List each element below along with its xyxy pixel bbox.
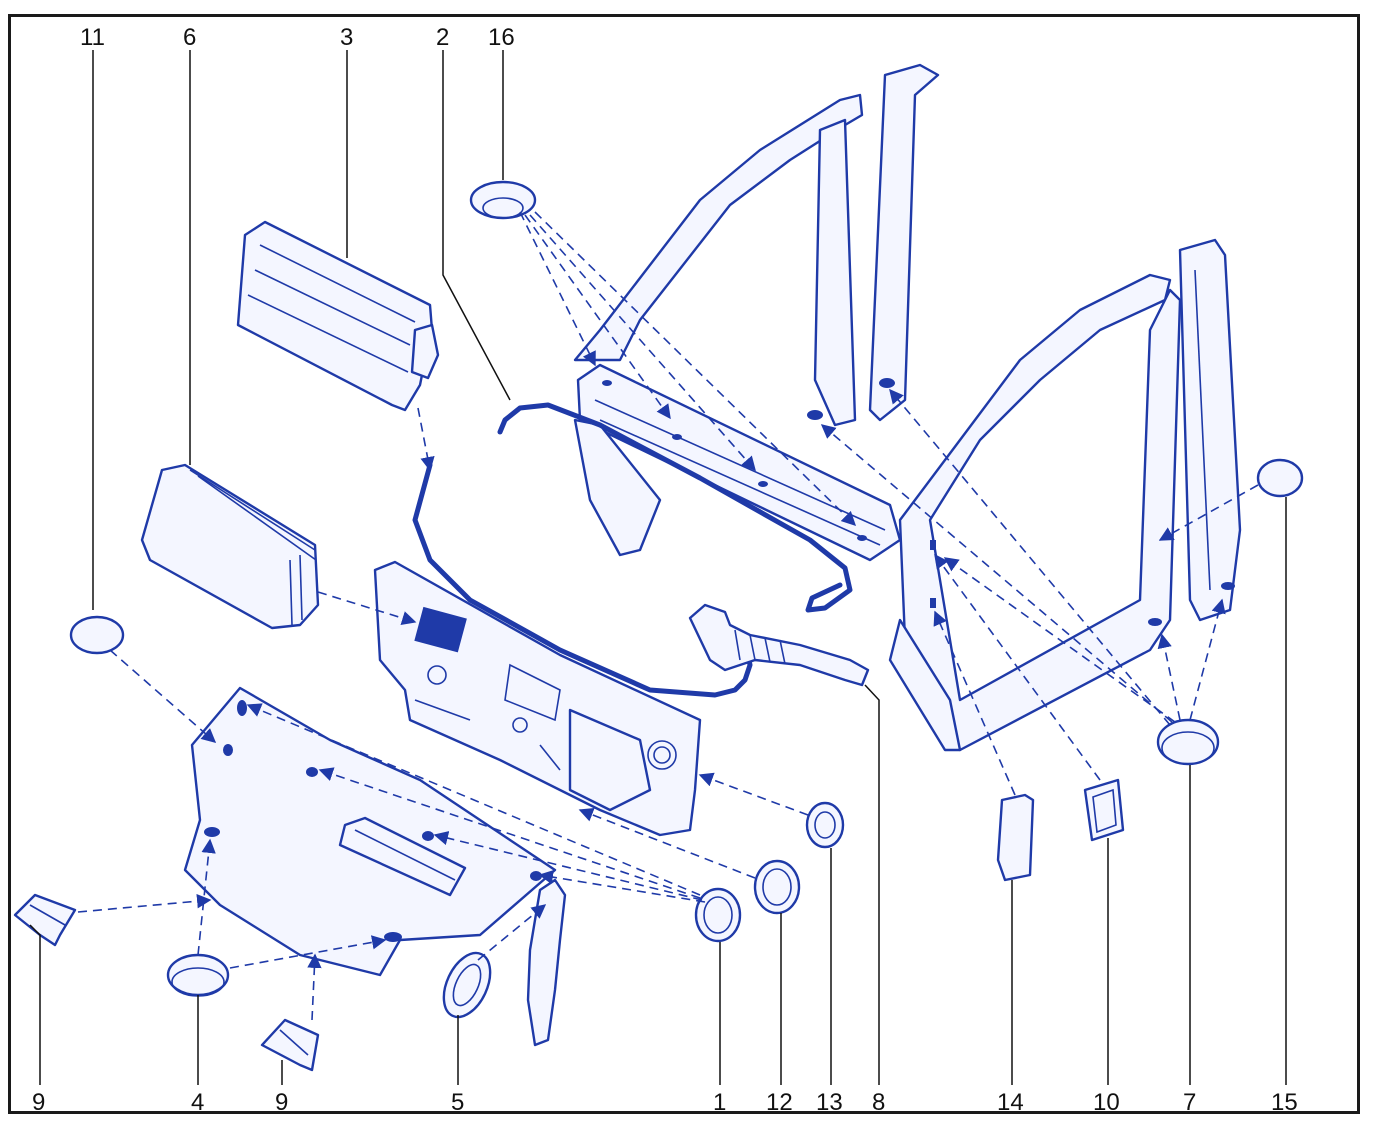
lower-dash-panel xyxy=(183,686,557,977)
label-5: 5 xyxy=(451,1089,464,1116)
part-8-cable-grommet xyxy=(688,603,870,687)
label-6: 6 xyxy=(183,24,196,51)
label-8: 8 xyxy=(872,1089,885,1116)
part-13-washer xyxy=(805,801,845,849)
part-labels: 11 6 3 2 16 9 4 9 5 1 12 13 8 14 10 7 15 xyxy=(32,24,1298,1116)
part-9-clip-center xyxy=(260,1018,320,1072)
part-14-cover xyxy=(996,793,1035,882)
firewall-panel xyxy=(373,560,702,837)
part-2-hood-seal xyxy=(412,402,853,698)
part-4-plug xyxy=(166,953,230,997)
label-10: 10 xyxy=(1093,1089,1120,1116)
label-1: 1 xyxy=(713,1089,726,1116)
label-2: 2 xyxy=(436,24,449,51)
part-16-plug xyxy=(469,180,537,220)
label-4: 4 xyxy=(191,1089,204,1116)
part-11-plug xyxy=(69,615,125,655)
label-9-left: 9 xyxy=(32,1089,45,1116)
label-9-center: 9 xyxy=(275,1089,288,1116)
label-7: 7 xyxy=(1183,1089,1196,1116)
leader-lines xyxy=(29,50,1287,1085)
part-15-plug xyxy=(1256,458,1304,498)
label-14: 14 xyxy=(997,1089,1024,1116)
assembly-lines xyxy=(77,211,1259,1021)
label-15: 15 xyxy=(1271,1089,1298,1116)
part-10-square-grommet xyxy=(1083,778,1125,842)
label-3: 3 xyxy=(340,24,353,51)
label-13: 13 xyxy=(816,1089,843,1116)
part-9-clip-left xyxy=(13,893,77,947)
part-6-insulation-pad xyxy=(140,463,320,630)
part-3-seal-strip xyxy=(236,220,440,412)
part-1-grommet xyxy=(694,887,742,943)
label-16: 16 xyxy=(488,24,515,51)
part-7-plug xyxy=(1156,718,1220,766)
label-11: 11 xyxy=(80,24,105,51)
bracket xyxy=(526,878,567,1047)
part-12-grommet xyxy=(753,859,801,915)
body-side-frame xyxy=(573,63,1242,752)
part-5-grommet xyxy=(442,951,492,1019)
label-12: 12 xyxy=(766,1089,793,1116)
